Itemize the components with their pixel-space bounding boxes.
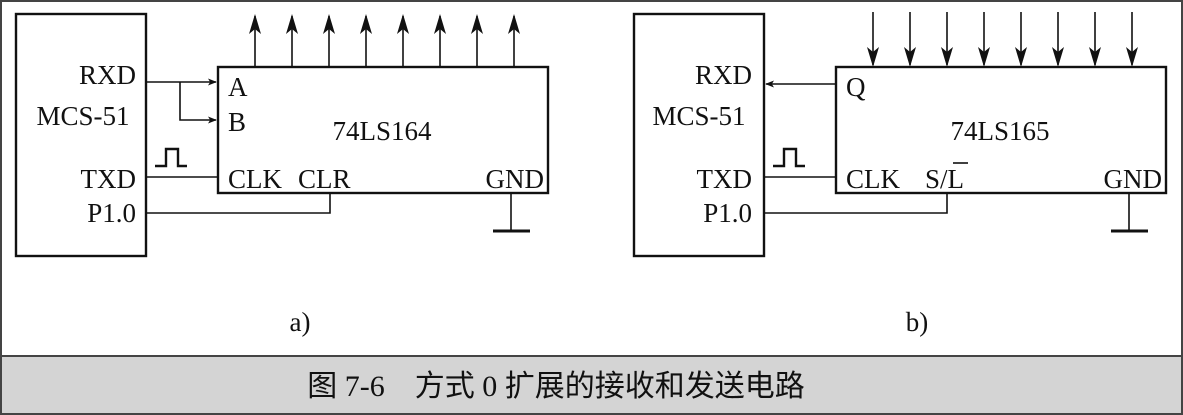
gnd-label-a: GND [486, 164, 545, 194]
pin-b-label: B [228, 107, 246, 137]
caption-bar [0, 355, 1183, 415]
parallel-inputs-b [867, 12, 1138, 67]
sl-s-part: S/ [925, 164, 948, 194]
figure-caption: 图 7-6 方式 0 扩展的接收和发送电路 [307, 370, 805, 403]
clock-pulse-icon-a [155, 147, 187, 168]
txd-label-b: TXD [697, 164, 753, 194]
p10-label-a: P1.0 [87, 198, 136, 228]
chip-74ls164-block [216, 65, 550, 195]
rxd-label-b: RXD [695, 60, 752, 90]
gnd-label-b: GND [1104, 164, 1163, 194]
mcs51-block-a [14, 12, 148, 258]
pin-a-label: A [228, 72, 248, 102]
diagram-a: RXD MCS-51 TXD P1.0 A B 74LS164 CLK CLR … [14, 12, 550, 337]
clk-label-b: CLK [846, 164, 901, 194]
diagram-b-label: b) [906, 307, 929, 337]
rxd-label-a: RXD [79, 60, 136, 90]
parallel-outputs-a [249, 14, 520, 67]
wire-rxd-to-b [179, 82, 217, 124]
chip-74ls165-block [834, 65, 1168, 195]
diagram-a-label: a) [290, 307, 311, 337]
p10-label-b: P1.0 [703, 198, 752, 228]
pin-q-label: Q [846, 72, 866, 102]
clock-pulse-icon-b [773, 147, 805, 168]
mcs51-block-b [632, 12, 766, 258]
chip-name-74ls165: 74LS165 [950, 116, 1049, 146]
wire-p10-to-clr [146, 193, 331, 214]
diagram-b: RXD MCS-51 TXD P1.0 Q 74LS165 CLK S/L GN… [632, 12, 1168, 337]
txd-label-a: TXD [81, 164, 137, 194]
chip-name-74ls164: 74LS164 [332, 116, 432, 146]
mcs51-label-a: MCS-51 [36, 101, 129, 131]
sl-label: S/L [925, 164, 964, 194]
clk-label-a: CLK [228, 164, 283, 194]
wire-p10-to-sl [764, 193, 948, 214]
clr-label: CLR [298, 164, 351, 194]
mcs51-label-b: MCS-51 [652, 101, 745, 131]
sl-l-part: L [948, 164, 965, 194]
